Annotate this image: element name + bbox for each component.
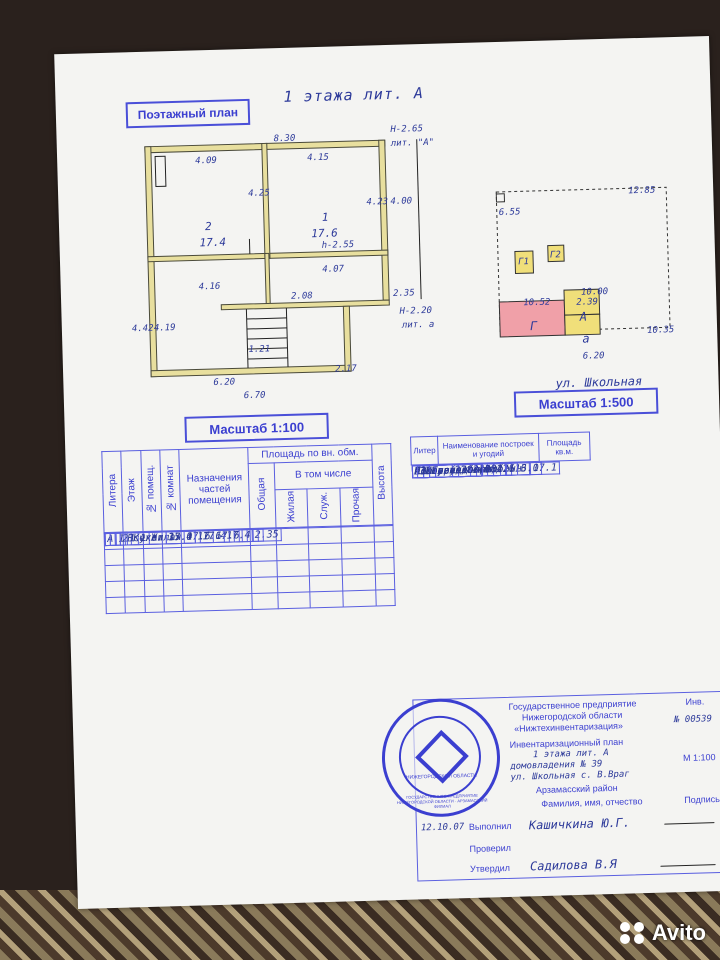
dim-415: 4.15 — [307, 152, 330, 164]
floor-plan — [144, 139, 422, 378]
plan-label-box: Поэтажный план — [125, 98, 251, 129]
dim-121: 1.21 — [248, 344, 271, 355]
room-2-number: 2 — [204, 219, 212, 234]
avito-watermark: Avito — [619, 920, 706, 946]
th-vysota: Высота — [376, 465, 389, 501]
site-d-655: 6.55 — [498, 207, 521, 218]
inv-label: Инв. — [685, 696, 705, 707]
th-litera: Литера — [106, 473, 119, 508]
dim-407: 4.07 — [322, 264, 345, 275]
site-d-1052: 10.52 — [523, 297, 551, 309]
dim-670: 6.70 — [243, 390, 266, 402]
dim-400: 4.00 — [390, 196, 413, 207]
dim-h255: h-2.55 — [321, 240, 355, 251]
room-1-number: 1 — [321, 210, 329, 224]
room-1-area: 17.6 — [311, 226, 338, 241]
seal-ring-text: ГОСУДАРСТВЕННОЕ ПРЕДПРИЯТИЕ НИЖЕГОРОДСКО… — [396, 792, 488, 810]
plan-label: Поэтажный план — [137, 105, 239, 122]
site-d-1285: 12.85 — [628, 185, 656, 197]
dim-235: 2.35 — [392, 288, 415, 299]
th-area: Площадь кв.м. — [538, 432, 591, 462]
scale-right-box: Масштаб 1:500 — [513, 387, 659, 418]
dim-423: 4.23 — [366, 197, 389, 208]
dim-620: 6.20 — [213, 377, 236, 388]
rooms-table: Литера Этаж № помещ. № комнат Назначения… — [101, 443, 396, 614]
scale-right: Масштаб 1:500 — [538, 393, 634, 412]
cell — [257, 529, 264, 542]
site-a-big: А — [579, 309, 588, 324]
buildings-table: Литер Наименование построек и угодий Пло… — [410, 431, 591, 478]
cell: 17.4 — [223, 529, 254, 543]
cell: 35.0 — [165, 531, 196, 544]
th-name: Наименование построек и угодий — [437, 433, 539, 465]
signature-1 — [664, 808, 720, 825]
lit-a-small-label: лит. а — [401, 319, 435, 331]
dim-416: 4.16 — [198, 281, 221, 293]
site-a-small: а — [582, 331, 590, 346]
district: Арзамасский район — [535, 782, 618, 796]
room-2-area: 17.4 — [199, 235, 227, 250]
document-sheet: Поэтажный план 1 этажа лит. А 8.30 Н-2.6… — [54, 36, 720, 909]
fio-header: Фамилия, имя, отчество — [541, 796, 643, 810]
avito-logo-icon — [619, 922, 646, 944]
cell: 17.6 — [194, 530, 225, 544]
th-zhilaya: Жилая — [285, 490, 298, 523]
dim-217: 2.17 — [334, 363, 357, 375]
dim-409: 4.09 — [195, 155, 218, 167]
sign-header: Подпись — [684, 794, 720, 806]
dim-419: 4.19 — [153, 323, 176, 334]
site-d-239: 2.39 — [576, 297, 599, 308]
name-3: Садилова В.Я — [529, 856, 617, 874]
site-d-1035: 10.35 — [647, 325, 675, 336]
lit-a-label: лит. "А" — [390, 137, 435, 149]
th-vtom: В том числе — [294, 468, 352, 482]
site-g1: Г1 — [518, 257, 530, 268]
th-prochaya: Прочая — [350, 487, 363, 523]
th-pomesch: № помещ. — [144, 465, 158, 514]
th-sluzh: Служ. — [318, 491, 330, 520]
th-naznach: Назначения частей помещения — [186, 471, 243, 507]
site-plan — [495, 186, 671, 338]
name-1: Кашичкина Ю.Г. — [528, 815, 631, 833]
table-row: Застроено:184.6 — [411, 463, 518, 488]
dim-830: 8.30 — [273, 133, 296, 145]
th-obschaya: Общая — [256, 477, 269, 511]
site-d-1000: 10.00 — [580, 286, 609, 298]
dim-h220: Н-2.20 — [399, 305, 433, 317]
inv-number: № 00539 — [673, 714, 713, 726]
role-3: Утвердил — [469, 862, 511, 875]
site-g: Г — [529, 318, 538, 334]
dim-208: 2.08 — [290, 291, 313, 302]
dim-425: 4.25 — [248, 188, 270, 199]
role-1: Выполнил — [468, 820, 512, 833]
scale-left-box: Масштаб 1:100 — [184, 412, 330, 443]
cell: Застроено: — [416, 464, 483, 478]
cell: Всего: — [124, 531, 167, 546]
th-komnat: № комнат — [164, 465, 177, 512]
title-scale: М 1:100 — [682, 752, 716, 764]
role-2: Проверил — [469, 842, 512, 855]
th-etazh: Этаж — [126, 477, 138, 502]
org-line-3: «Нижтехинвентаризация» — [514, 720, 624, 734]
dim-442: 4.42 — [131, 323, 154, 335]
scale-left: Масштаб 1:100 — [209, 418, 305, 437]
site-d-620: 6.20 — [582, 351, 605, 362]
dim-h265: Н-2.65 — [390, 124, 424, 135]
floor-title: 1 этажа лит. А — [283, 84, 425, 106]
cell: 184.6 — [482, 463, 518, 477]
date: 12.10.07 — [420, 822, 465, 834]
plan-line-4: ул. Школьная с. В.Враг — [510, 769, 630, 783]
site-g2: Г2 — [549, 250, 561, 261]
avito-text: Avito — [651, 920, 706, 945]
th-liter: Литер — [410, 436, 439, 466]
th-ploshad: Площадь по вн. обм. — [261, 446, 359, 461]
signature-3 — [660, 850, 720, 867]
